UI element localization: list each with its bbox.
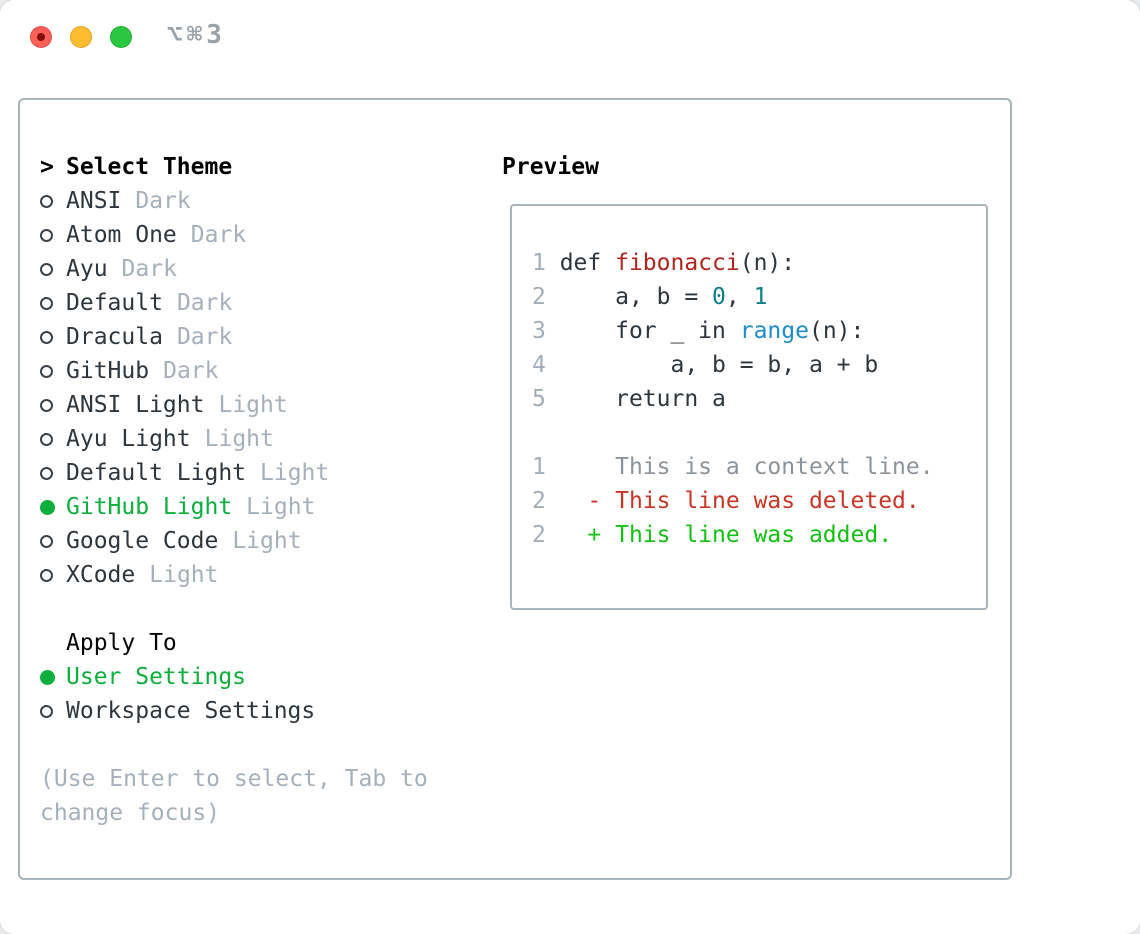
line-number: 3 xyxy=(532,318,560,344)
close-button[interactable] xyxy=(30,26,52,48)
radio-icon xyxy=(40,466,53,480)
radio-icon xyxy=(40,262,53,276)
code-line: 5 return a xyxy=(532,386,726,412)
theme-variant: Dark xyxy=(176,290,233,316)
radio-icon xyxy=(40,432,53,446)
line-number: 1 xyxy=(532,454,560,480)
preview-header: Preview xyxy=(502,154,599,180)
code-line: 1 This is a context line. xyxy=(532,454,934,480)
focus-caret-icon: > xyxy=(40,154,54,180)
theme-variant: Dark xyxy=(190,222,247,248)
theme-option-ayu-light[interactable]: Ayu Light Light xyxy=(40,422,329,456)
theme-name: Default xyxy=(66,290,163,316)
theme-variant: Light xyxy=(218,392,288,418)
theme-variant: Light xyxy=(149,562,219,588)
apply-to-header: Apply To xyxy=(66,630,177,656)
theme-option-ansi-light[interactable]: ANSI Light Light xyxy=(40,388,329,422)
theme-option-dracula[interactable]: Dracula Dark xyxy=(40,320,329,354)
apply-option-workspace-settings[interactable]: Workspace Settings xyxy=(40,694,315,728)
theme-variant: Dark xyxy=(163,358,219,384)
theme-option-google-code[interactable]: Google Code Light xyxy=(40,524,329,558)
radio-icon xyxy=(40,568,53,582)
theme-name: Default Light xyxy=(66,460,247,486)
theme-name: Atom One xyxy=(66,222,177,248)
theme-option-ansi[interactable]: ANSI Dark xyxy=(40,184,329,218)
code-preview: 1 def fibonacci(n): 2 a, b = 0, 1 3 for _ … xyxy=(512,206,986,552)
preview-box: 1 def fibonacci(n): 2 a, b = 0, 1 3 for _ … xyxy=(510,204,988,610)
code-line: 2 - This line was deleted. xyxy=(532,488,920,514)
line-number: 4 xyxy=(532,352,560,378)
select-theme-header: > Select Theme xyxy=(40,150,232,184)
theme-name: Ayu Light xyxy=(66,426,191,452)
apply-option-user-settings[interactable]: User Settings xyxy=(40,660,315,694)
theme-option-default-light[interactable]: Default Light Light xyxy=(40,456,329,490)
theme-variant: Dark xyxy=(176,324,233,350)
line-number: 2 xyxy=(532,488,560,514)
theme-option-xcode[interactable]: XCode Light xyxy=(40,558,329,592)
close-dot-icon xyxy=(37,33,45,41)
theme-option-github-light[interactable]: GitHub Light Light xyxy=(40,490,329,524)
line-number: 2 xyxy=(532,284,560,310)
code-line: 2 + This line was added. xyxy=(532,522,893,548)
theme-name: XCode xyxy=(66,562,136,588)
radio-icon xyxy=(40,228,53,242)
theme-name: Google Code xyxy=(66,528,219,554)
radio-icon xyxy=(40,364,53,378)
theme-variant: Dark xyxy=(135,188,191,214)
apply-option-label: User Settings xyxy=(66,664,247,690)
theme-variant: Light xyxy=(232,528,302,554)
theme-variant: Light xyxy=(246,494,316,520)
radio-icon xyxy=(40,704,53,718)
theme-name: ANSI xyxy=(66,188,122,214)
radio-icon xyxy=(40,330,53,344)
radio-icon xyxy=(40,534,53,548)
radio-selected-icon xyxy=(40,669,55,685)
theme-name: GitHub xyxy=(66,358,150,384)
theme-name: Dracula xyxy=(66,324,163,350)
code-line: 2 a, b = 0, 1 xyxy=(532,284,768,310)
radio-icon xyxy=(40,296,53,310)
line-number xyxy=(532,420,560,446)
window-title: ⌥⌘3 xyxy=(167,20,226,50)
line-number: 1 xyxy=(532,250,560,276)
theme-variant: Light xyxy=(204,426,274,452)
radio-icon xyxy=(40,194,53,208)
line-number: 2 xyxy=(532,522,560,548)
code-line: 3 for _ in range(n): xyxy=(532,318,865,344)
zoom-button[interactable] xyxy=(110,26,132,48)
code-line: 4 a, b = b, a + b xyxy=(532,352,879,378)
minimize-button[interactable] xyxy=(70,26,92,48)
hint-line: change focus) xyxy=(40,800,221,826)
theme-option-ayu[interactable]: Ayu Dark xyxy=(40,252,329,286)
theme-variant: Light xyxy=(260,460,330,486)
theme-option-atom-one[interactable]: Atom One Dark xyxy=(40,218,329,252)
code-line: 1 def fibonacci(n): xyxy=(532,250,796,276)
radio-icon xyxy=(40,398,53,412)
line-number: 5 xyxy=(532,386,560,412)
keyboard-hint: (Use Enter to select, Tab to change focus… xyxy=(40,762,428,830)
apply-option-label: Workspace Settings xyxy=(66,698,316,724)
theme-name: GitHub Light xyxy=(66,494,233,520)
theme-option-github[interactable]: GitHub Dark xyxy=(40,354,329,388)
theme-option-default[interactable]: Default Dark xyxy=(40,286,329,320)
radio-selected-icon xyxy=(40,499,55,515)
code-line xyxy=(532,416,986,450)
theme-name: Ayu xyxy=(66,256,108,282)
select-theme-title: Select Theme xyxy=(66,154,233,180)
hint-line: (Use Enter to select, Tab to xyxy=(40,766,428,792)
theme-name: ANSI Light xyxy=(66,392,205,418)
theme-variant: Dark xyxy=(121,256,177,282)
